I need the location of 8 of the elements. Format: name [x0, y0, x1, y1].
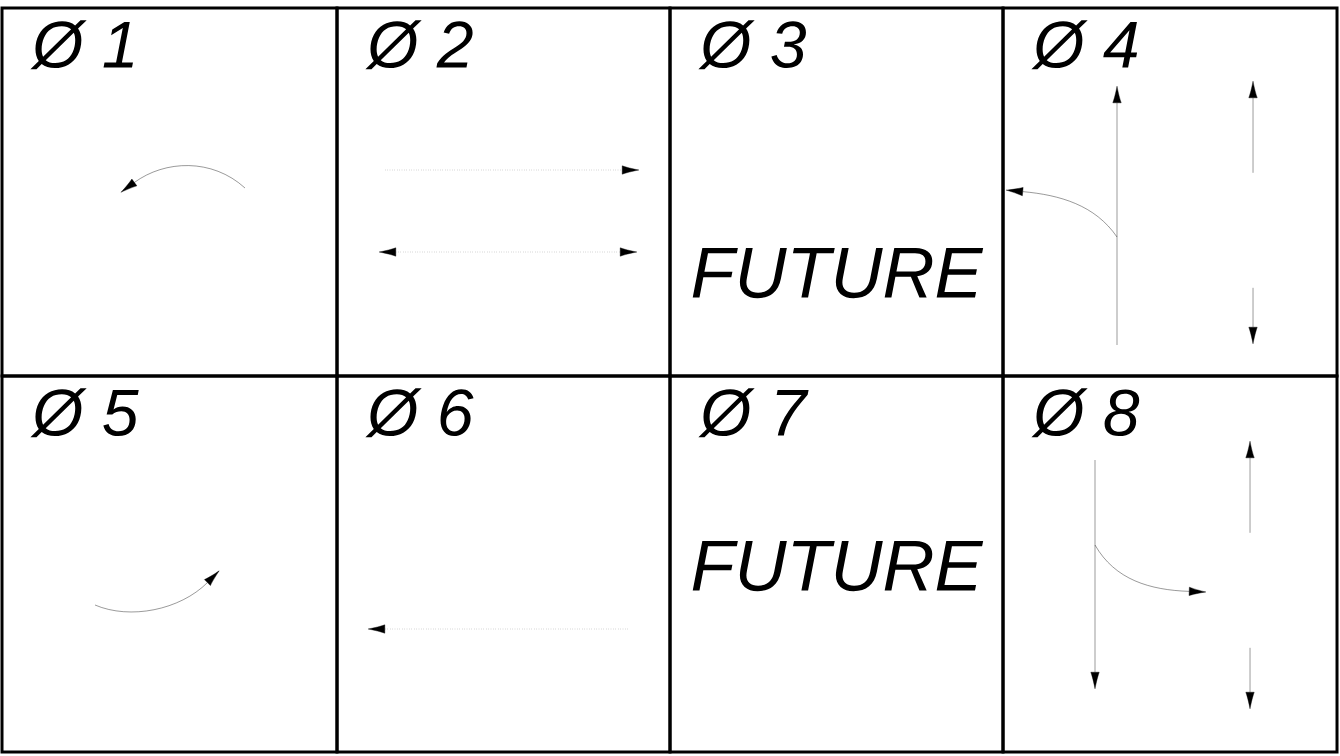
- phase-box: Ø 5: [0, 374, 339, 754]
- phase-box: Ø 2: [335, 6, 672, 378]
- phase-box: Ø 6: [335, 374, 672, 754]
- phase-box: Ø 4: [1001, 6, 1339, 378]
- phase-box: Ø 8: [1001, 374, 1339, 754]
- phase-box: Ø 1: [0, 6, 339, 378]
- phase-box: Ø 7 FUTURE: [668, 374, 1005, 754]
- phase-box: Ø 3 FUTURE: [668, 6, 1005, 378]
